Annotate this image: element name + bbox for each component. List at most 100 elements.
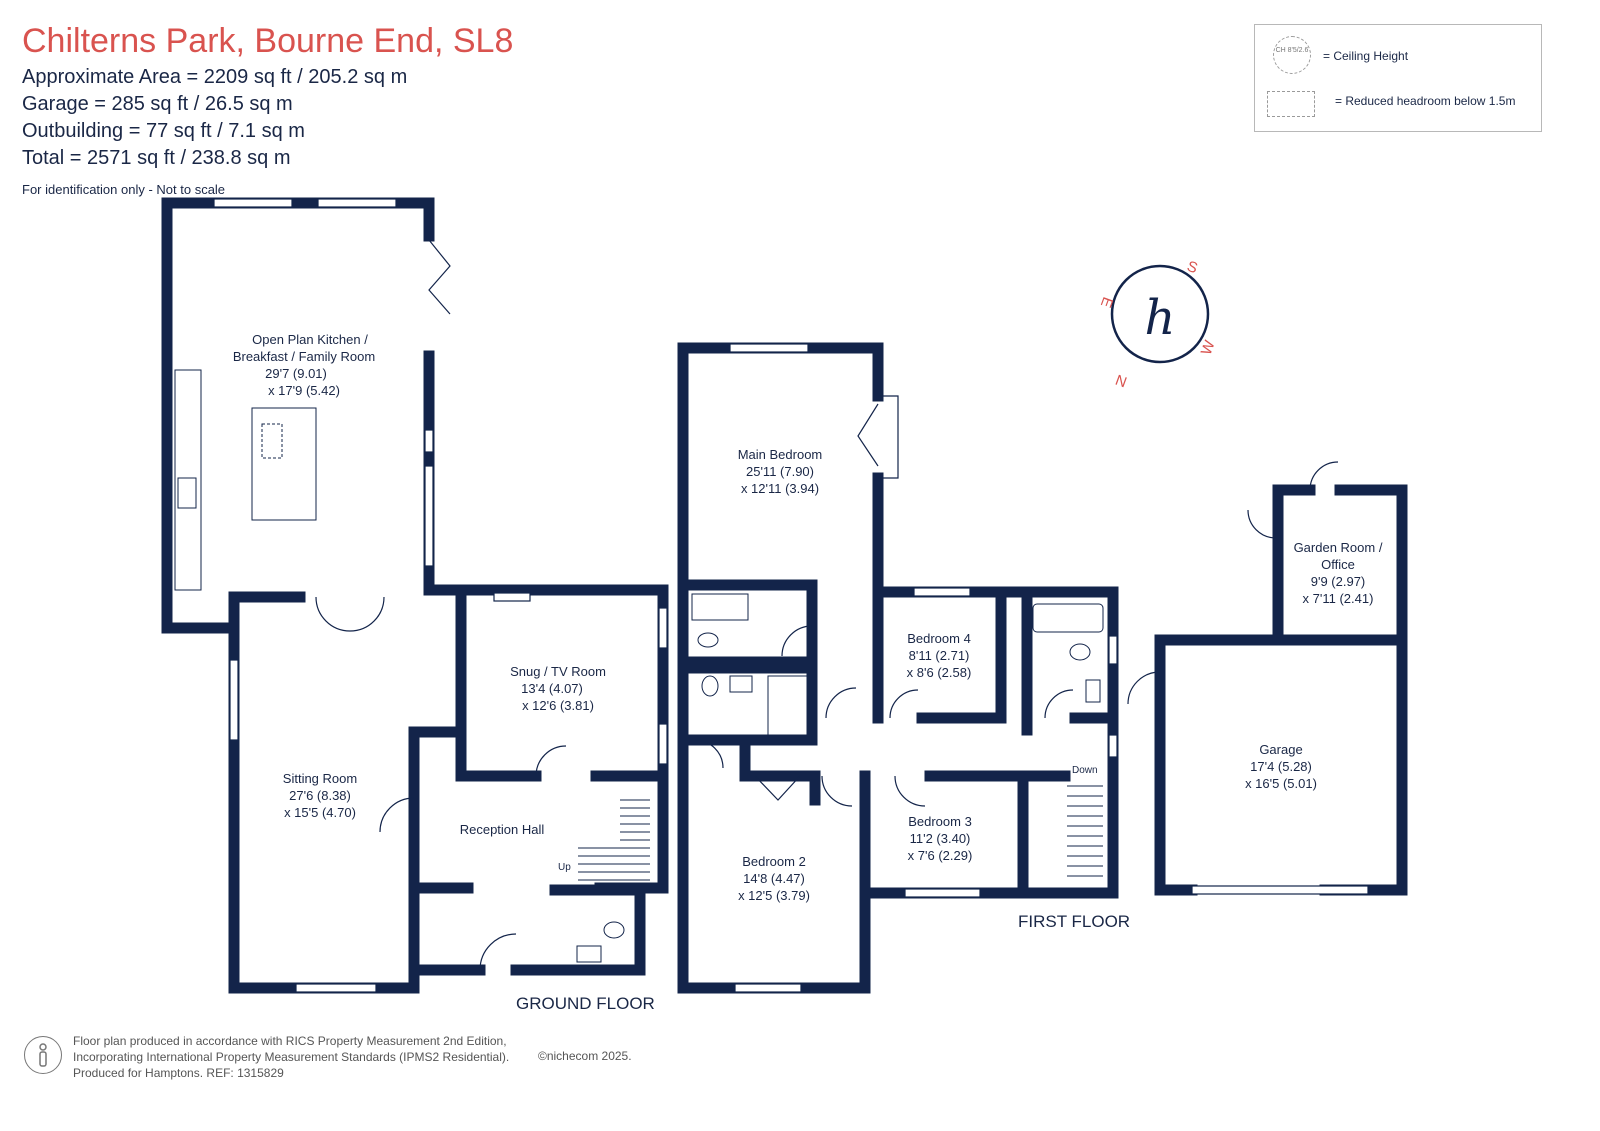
bedroom4-dim: 8'11 (2.71): [909, 648, 970, 663]
total-area: Total = 2571 sq ft / 238.8 sq m: [22, 147, 291, 169]
info-icon: [24, 1036, 62, 1074]
stairs-down-label: Down: [1072, 765, 1098, 776]
garden-room-dim: 9'9 (2.97): [1311, 574, 1366, 589]
door: [889, 689, 919, 719]
window: [317, 198, 397, 208]
main-bedroom-name: Main Bedroom: [738, 447, 823, 462]
reduced-headroom-icon: [1267, 91, 1315, 117]
garden-room-name: Garden Room /: [1294, 540, 1383, 555]
compass-ring: [1110, 264, 1210, 364]
bedroom3-dim: 11'2 (3.40): [910, 831, 971, 846]
wardrobe-wall: [739, 734, 821, 806]
kitchen-island: [251, 407, 317, 521]
kitchen-name-2: Breakfast / Family Room: [233, 349, 375, 364]
toilet-icon: [1069, 643, 1091, 661]
window: [913, 587, 971, 597]
legend: CH 8'5/2.6 = Ceiling Height = Reduced he…: [1254, 24, 1542, 132]
bedroom2-dim: 14'8 (4.47): [743, 871, 805, 886]
sink-icon: [177, 477, 197, 509]
garage-door: [1191, 885, 1369, 895]
compass-w: W: [1198, 337, 1219, 357]
door: [1127, 671, 1161, 705]
window: [213, 198, 293, 208]
stairs-down: [1067, 785, 1103, 877]
basin-icon: [576, 945, 602, 963]
door: [1309, 461, 1339, 491]
bedroom4-name: Bedroom 4: [907, 631, 971, 646]
first-floor-wall-right: [872, 472, 1119, 899]
bedroom4-dim-2: x 8'6 (2.58): [907, 665, 972, 680]
outbuilding-area: Outbuilding = 77 sq ft / 7.1 sq m: [22, 120, 305, 142]
shower-icon: [691, 593, 749, 621]
bath-icon: [1032, 603, 1104, 633]
kitchen-dim-2: x 17'9 (5.42): [268, 383, 340, 398]
wardrobe-door: [857, 395, 899, 479]
garage-wall-left: [1154, 484, 1316, 896]
entrance-door: [479, 933, 517, 971]
door: [821, 775, 853, 807]
garage-dim-2: x 16'5 (5.01): [1245, 776, 1317, 791]
snug-name: Snug / TV Room: [510, 664, 606, 679]
basin-icon: [1085, 679, 1101, 703]
window: [493, 592, 531, 602]
ground-floor-label: GROUND FLOOR: [516, 994, 655, 1013]
wardrobe-door: [754, 775, 801, 801]
footer-line-2: Incorporating International Property Mea…: [73, 1050, 510, 1064]
bedroom2-dim-2: x 12'5 (3.79): [738, 888, 810, 903]
compass-e: E: [1097, 295, 1116, 310]
garden-room-name-2: Office: [1321, 557, 1355, 572]
reception-hall-name: Reception Hall: [460, 822, 545, 837]
window: [1108, 734, 1118, 758]
approx-area: Approximate Area = 2209 sq ft / 205.2 sq…: [22, 66, 408, 88]
door: [1247, 509, 1277, 539]
reduced-headroom-area: [261, 423, 283, 459]
stairs-up: [578, 799, 650, 881]
toilet-icon: [701, 675, 719, 697]
door: [781, 625, 813, 657]
door: [379, 797, 415, 833]
first-floor-label: FIRST FLOOR: [1018, 912, 1130, 931]
legend-reduced-headroom: = Reduced headroom below 1.5m: [1335, 94, 1516, 108]
garden-room-dim-2: x 7'11 (2.41): [1303, 591, 1374, 606]
doors: [315, 239, 1339, 971]
compass-s: S: [1185, 258, 1200, 277]
door: [825, 687, 857, 719]
toilet-icon: [697, 632, 719, 648]
door: [694, 739, 724, 769]
window: [729, 343, 809, 353]
garage-dim: 17'4 (5.28): [1250, 759, 1312, 774]
kitchen-counter: [174, 369, 202, 591]
compass: h S W N E: [1097, 258, 1219, 390]
room-labels: Open Plan Kitchen / Breakfast / Family R…: [233, 332, 1383, 903]
garage-name: Garage: [1259, 742, 1302, 757]
bedroom3-dim-2: x 7'6 (2.29): [908, 848, 973, 863]
bedroom2-name: Bedroom 2: [742, 854, 806, 869]
stairs-wall: [594, 774, 669, 894]
bifold-door: [424, 465, 434, 567]
window: [658, 723, 668, 765]
scale-note: For identification only - Not to scale: [22, 182, 226, 197]
bedroom-wall-bottom: [677, 887, 1029, 994]
windows: [213, 198, 1369, 993]
snug-dim: 13'4 (4.07): [521, 681, 583, 696]
bedroom3-name: Bedroom 3: [908, 814, 972, 829]
fixtures: [174, 369, 1104, 963]
door: [894, 775, 926, 807]
footer-line-1: Floor plan produced in accordance with R…: [73, 1034, 507, 1048]
person-icon: [39, 1043, 47, 1067]
bathroom-wall: [677, 662, 818, 746]
footer-line-3: Produced for Hamptons. REF: 1315829: [73, 1066, 284, 1080]
property-title: Chilterns Park, Bourne End, SL8: [22, 22, 514, 60]
bifold-door: [428, 239, 451, 315]
sitting-room-dim: 27'6 (8.38): [289, 788, 351, 803]
toilet-icon: [603, 921, 625, 939]
window: [1108, 635, 1118, 665]
snug-dim-2: x 12'6 (3.81): [522, 698, 594, 713]
copyright: ©nichecom 2025.: [538, 1049, 632, 1063]
window: [229, 659, 239, 741]
main-bedroom-dim-2: x 12'11 (3.94): [741, 481, 819, 496]
door: [1044, 689, 1074, 719]
garage-area: Garage = 285 sq ft / 26.5 sq m: [22, 93, 293, 115]
cloakroom-wall: [510, 884, 646, 976]
